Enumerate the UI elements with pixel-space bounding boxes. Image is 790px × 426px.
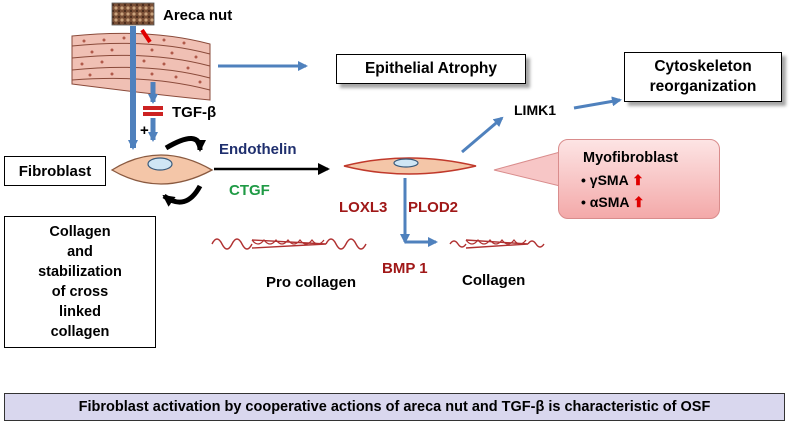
marker-row: • γSMA ⬆ — [581, 172, 644, 189]
collagen-stab-line: collagen — [50, 324, 110, 340]
epithelium-illustration — [71, 32, 211, 101]
marker-gamma-sma: γSMA — [589, 172, 629, 188]
marker-alpha-sma: αSMA — [589, 194, 629, 210]
myofibroblast-callout-pointer — [493, 151, 561, 187]
pro-collagen-illustration — [211, 238, 367, 250]
collagen-label: Collagen — [462, 272, 526, 289]
areca-nut-label: Areca nut — [163, 7, 233, 24]
myofibroblast-title: Myofibroblast — [583, 150, 679, 166]
areca-nut-image — [111, 2, 155, 26]
cytoskeleton-line: reorganization — [649, 78, 757, 95]
up-arrow-icon: ⬆ — [632, 194, 645, 210]
collagen-stab-line: linked — [59, 304, 101, 320]
collagen-stabilization-box: Collagen and stabilization of cross link… — [4, 216, 156, 348]
plus-sign: + — [140, 122, 149, 139]
tgf-beta-label: TGF-β — [172, 104, 217, 121]
figure-caption: Fibroblast activation by cooperative act… — [4, 393, 785, 421]
loxl3-label: LOXL3 — [339, 199, 388, 216]
plod2-label: PLOD2 — [408, 199, 459, 216]
endothelin-label: Endothelin — [219, 141, 297, 158]
myofibroblast-nucleus — [393, 158, 419, 168]
tgf-inhibition-bar — [143, 112, 163, 116]
collagen-illustration — [449, 239, 545, 249]
bullet: • — [581, 172, 586, 188]
limk1-to-cytoskeleton-arrow — [573, 96, 622, 110]
fibroblast-box: Fibroblast — [4, 156, 106, 186]
pro-collagen-label: Pro collagen — [266, 274, 357, 291]
collagen-stab-line: stabilization — [38, 264, 122, 280]
cytoskeleton-box: Cytoskeleton reorganization — [624, 52, 782, 102]
collagen-stab-line: and — [67, 244, 93, 260]
cytoskeleton-line: Cytoskeleton — [654, 58, 752, 75]
autocrine-loop-arrow — [162, 184, 203, 207]
tgf-inhibition-bar — [143, 106, 163, 110]
areca-contact-marker — [140, 28, 152, 44]
bullet: • — [581, 194, 586, 210]
epithelial-atrophy-box: Epithelial Atrophy — [336, 54, 526, 84]
myofibroblast-callout: Myofibroblast • γSMA ⬆ • αSMA ⬆ — [558, 139, 720, 219]
up-arrow-icon: ⬆ — [632, 172, 644, 188]
myofibroblast-to-limk1-arrow — [461, 116, 504, 154]
limk1-label: LIMK1 — [514, 102, 556, 118]
marker-row: • αSMA ⬆ — [581, 194, 645, 211]
collagen-stab-line: of cross — [51, 284, 109, 300]
ctgf-label: CTGF — [229, 182, 270, 199]
fibroblast-nucleus — [147, 157, 173, 171]
collagen-stab-line: Collagen — [49, 224, 111, 240]
bmp1-label: BMP 1 — [382, 260, 428, 277]
autocrine-loop-arrow — [164, 136, 206, 152]
